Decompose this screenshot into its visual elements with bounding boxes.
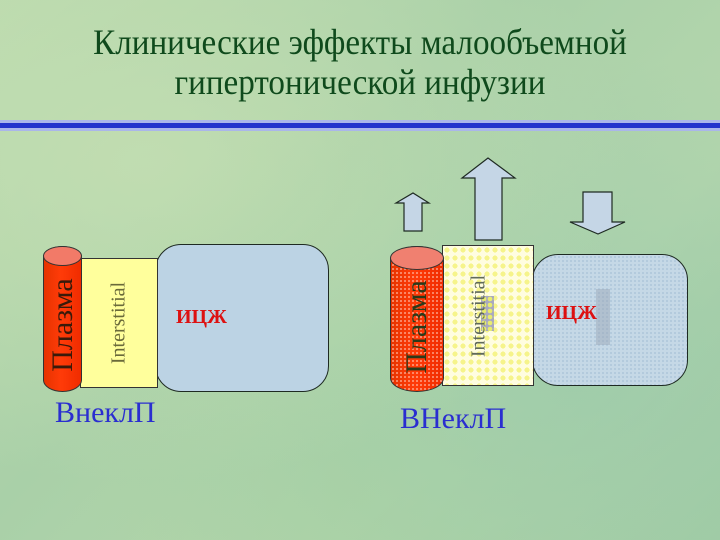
right-icf-label: ИЦЖ: [546, 302, 597, 324]
left-icf-box: [155, 244, 329, 392]
right-plasma-label: Плазма: [400, 280, 433, 374]
slide-title-line-1: Клинические эффекты малообъемной: [93, 22, 627, 62]
left-plasma-cylinder: Плазма: [43, 246, 82, 392]
down-arrow-icon: [569, 191, 626, 235]
right-plasma-cylinder: Плазма: [390, 246, 444, 392]
left-ecs-label: ВнеклП: [55, 396, 156, 429]
slide-title: Клинические эффекты малообъемной гиперто…: [29, 22, 691, 102]
small-up-arrow-icon: [393, 192, 432, 232]
slide-title-line-2: гипертонической инфузии: [174, 62, 546, 102]
left-icf-label: ИЦЖ: [176, 306, 227, 328]
large-up-arrow-icon: [460, 157, 517, 241]
right-interstitial-dotted-patch: [481, 296, 494, 331]
right-interstitial-box: Interstitial: [442, 245, 534, 386]
right-icf-shadow-strip: [596, 289, 610, 345]
left-interstitial-box: Interstitial: [80, 258, 158, 388]
left-plasma-cylinder-top: [43, 246, 82, 266]
right-plasma-cylinder-top: [390, 246, 444, 270]
title-divider-core: [0, 123, 720, 128]
right-interstitial-label: Interstitial: [467, 274, 490, 357]
right-ecs-label: ВНеклП: [400, 402, 507, 435]
right-icf-box: [532, 254, 688, 386]
